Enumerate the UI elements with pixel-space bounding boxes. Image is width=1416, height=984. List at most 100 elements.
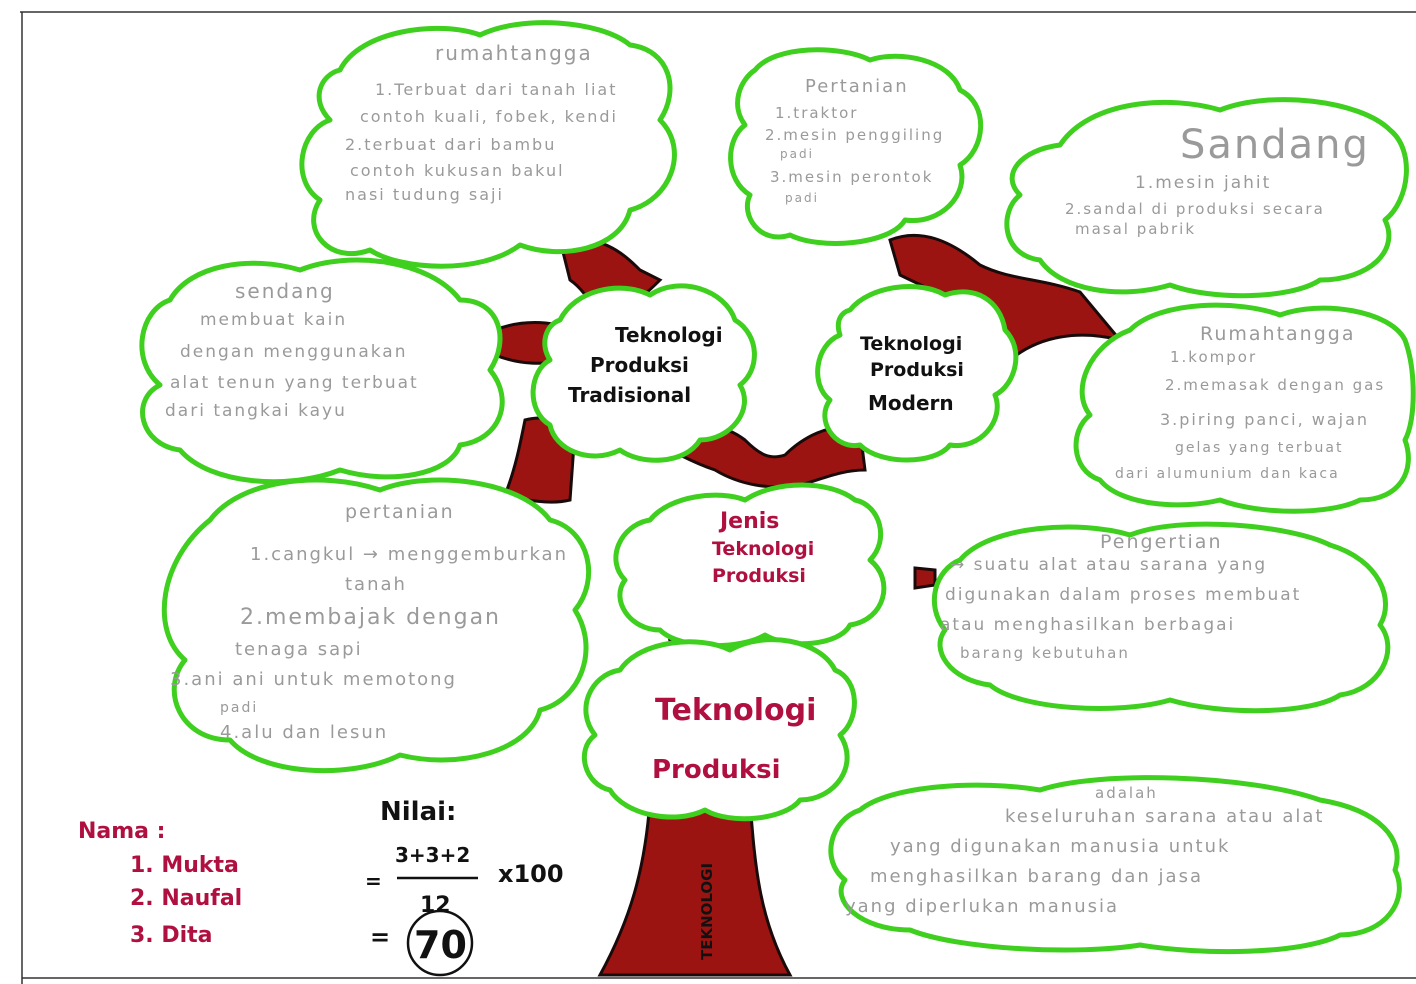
mod-pertanian-line: 2.mesin penggiling bbox=[765, 126, 944, 144]
cloud-trad-pertanian bbox=[161, 477, 592, 774]
center-line: Jenis bbox=[718, 509, 779, 534]
mod-sandang-notes: Sandang 1.mesin jahit 2.sandal di produk… bbox=[1065, 122, 1370, 238]
root-node: Teknologi Produksi TEKNOLOGI bbox=[652, 693, 816, 960]
definisi-line: keseluruhan sarana atau alat bbox=[1005, 806, 1324, 827]
trad-sandang-line: alat tenun yang terbuat bbox=[170, 373, 419, 393]
center-node: Jenis Teknologi Produksi bbox=[712, 509, 814, 587]
mod-pertanian-line: 3.mesin perontok bbox=[770, 168, 933, 186]
traditional-node: Teknologi Produksi Tradisional bbox=[568, 323, 723, 407]
trad-rumahtangga-line: 2.terbuat dari bambu bbox=[345, 135, 556, 154]
trad-sandang-title: sendang bbox=[235, 279, 335, 303]
trad-pertanian-line: 3.ani ani untuk memotong bbox=[170, 669, 457, 690]
mod-rumahtangga-line: gelas yang terbuat bbox=[1175, 440, 1343, 456]
mod-pertanian-line: 1.traktor bbox=[775, 104, 858, 122]
score-result: 70 bbox=[414, 923, 467, 967]
trunk-label: TEKNOLOGI bbox=[698, 863, 716, 960]
mod-sandang-line: 2.sandal di produksi secara bbox=[1065, 200, 1325, 218]
mod-sandang-line: 1.mesin jahit bbox=[1135, 173, 1271, 193]
trad-pertanian-line: 1.cangkul → menggemburkan bbox=[250, 544, 568, 565]
modern-line: Produksi bbox=[870, 359, 964, 381]
cloud-mod-sandang bbox=[1004, 97, 1409, 299]
score-result-circle bbox=[406, 909, 474, 977]
trad-rumahtangga-title: rumahtangga bbox=[435, 41, 593, 65]
definisi-line: menghasilkan barang dan jasa bbox=[870, 866, 1203, 887]
trad-pertanian-line: tanah bbox=[345, 574, 407, 595]
score-numerator: 3+3+2 bbox=[395, 843, 470, 867]
score-equals-2: = bbox=[370, 923, 390, 951]
root-line: Produksi bbox=[652, 755, 781, 785]
pengertian-notes: Pengertian → suatu alat atau sarana yang… bbox=[940, 531, 1301, 662]
trad-sandang-line: dengan menggunakan bbox=[180, 342, 408, 362]
mod-rumahtangga-line: 3.piring panci, wajan bbox=[1160, 410, 1369, 429]
trad-rumahtangga-line: contoh kuali, fobek, kendi bbox=[360, 107, 618, 126]
name-item: 3. Dita bbox=[130, 923, 213, 948]
traditional-line: Produksi bbox=[590, 353, 689, 377]
branch-center-right bbox=[913, 566, 937, 590]
cloud-trad-rumahtangga bbox=[299, 20, 677, 269]
trad-pertanian-line: padi bbox=[220, 700, 258, 716]
pengertian-line: digunakan dalam proses membuat bbox=[945, 585, 1301, 605]
trad-pertanian-title: pertanian bbox=[345, 501, 455, 523]
center-line: Produksi bbox=[712, 565, 806, 587]
trad-rumahtangga-line: 1.Terbuat dari tanah liat bbox=[375, 80, 618, 99]
branches bbox=[493, 233, 1125, 977]
trad-rumahtangga-line: nasi tudung saji bbox=[345, 185, 504, 204]
cloud-traditional bbox=[530, 283, 757, 463]
trad-rumahtangga-notes: rumahtangga 1.Terbuat dari tanah liat co… bbox=[345, 41, 618, 204]
tree-trunk bbox=[597, 798, 793, 977]
cloud-trad-sandang bbox=[139, 257, 505, 485]
mod-pertanian-line: padi bbox=[780, 147, 814, 161]
definisi-line: adalah bbox=[1095, 784, 1158, 802]
names-label: Nama : bbox=[78, 819, 165, 844]
name-item: 1. Mukta bbox=[130, 853, 239, 878]
traditional-line: Tradisional bbox=[568, 383, 691, 407]
trad-pertanian-line: 2.membajak dengan bbox=[240, 605, 501, 630]
cloud-mod-pertanian bbox=[728, 47, 984, 246]
score-equals-1: = bbox=[365, 869, 382, 893]
mod-pertanian-title: Pertanian bbox=[805, 76, 909, 97]
score-multiplier: x100 bbox=[498, 860, 564, 888]
mod-rumahtangga-line: 1.kompor bbox=[1170, 348, 1257, 366]
score-block: Nilai: 3+3+2 = x100 12 = 70 bbox=[365, 797, 564, 977]
cloud-definisi bbox=[828, 775, 1402, 955]
cloud-modern bbox=[815, 284, 1019, 463]
root-line: Teknologi bbox=[655, 693, 816, 728]
mod-sandang-line: masal pabrik bbox=[1075, 220, 1196, 238]
center-line: Teknologi bbox=[712, 538, 814, 560]
trad-pertanian-line: tenaga sapi bbox=[235, 639, 363, 660]
cloud-mod-rumahtangga bbox=[1073, 302, 1416, 514]
trad-sandang-line: membuat kain bbox=[200, 310, 347, 330]
mod-sandang-title: Sandang bbox=[1180, 122, 1370, 168]
trad-pertanian-line: 4.alu dan lesun bbox=[220, 722, 388, 743]
pengertian-line: → suatu alat atau sarana yang bbox=[950, 555, 1267, 575]
cloud-center bbox=[613, 482, 887, 649]
mod-rumahtangga-line: dari alumunium dan kaca bbox=[1115, 466, 1340, 482]
trad-rumahtangga-line: contoh kukusan bakul bbox=[350, 161, 565, 180]
score-label: Nilai: bbox=[380, 797, 456, 827]
mod-pertanian-line: padi bbox=[785, 191, 819, 205]
pengertian-line: atau menghasilkan berbagai bbox=[940, 615, 1235, 635]
names-block: Nama : 1. Mukta 2. Naufal 3. Dita bbox=[78, 819, 242, 948]
pengertian-line: barang kebutuhan bbox=[960, 644, 1130, 662]
definisi-line: yang digunakan manusia untuk bbox=[890, 836, 1230, 857]
modern-line: Modern bbox=[868, 391, 954, 415]
pengertian-title: Pengertian bbox=[1100, 531, 1223, 553]
branch-center-trad bbox=[678, 425, 867, 489]
modern-node: Teknologi Produksi Modern bbox=[860, 333, 964, 415]
mod-rumahtangga-title: Rumahtangga bbox=[1200, 323, 1355, 345]
trad-sandang-line: dari tangkai kayu bbox=[165, 401, 347, 421]
traditional-line: Teknologi bbox=[615, 323, 723, 347]
cloud-root bbox=[581, 637, 857, 822]
name-item: 2. Naufal bbox=[130, 886, 242, 911]
definisi-line: yang diperlukan manusia bbox=[845, 896, 1119, 917]
trad-sandang-notes: sendang membuat kain dengan menggunakan … bbox=[165, 279, 419, 421]
definisi-notes: adalah keseluruhan sarana atau alat yang… bbox=[845, 784, 1324, 917]
mod-pertanian-notes: Pertanian 1.traktor 2.mesin penggiling p… bbox=[765, 76, 944, 205]
modern-line: Teknologi bbox=[860, 333, 962, 355]
mod-rumahtangga-notes: Rumahtangga 1.kompor 2.memasak dengan ga… bbox=[1115, 323, 1385, 482]
clouds bbox=[139, 20, 1416, 955]
mod-rumahtangga-line: 2.memasak dengan gas bbox=[1165, 376, 1385, 394]
trad-pertanian-notes: pertanian 1.cangkul → menggemburkan tana… bbox=[170, 501, 568, 743]
cloud-pengertian bbox=[931, 521, 1391, 714]
